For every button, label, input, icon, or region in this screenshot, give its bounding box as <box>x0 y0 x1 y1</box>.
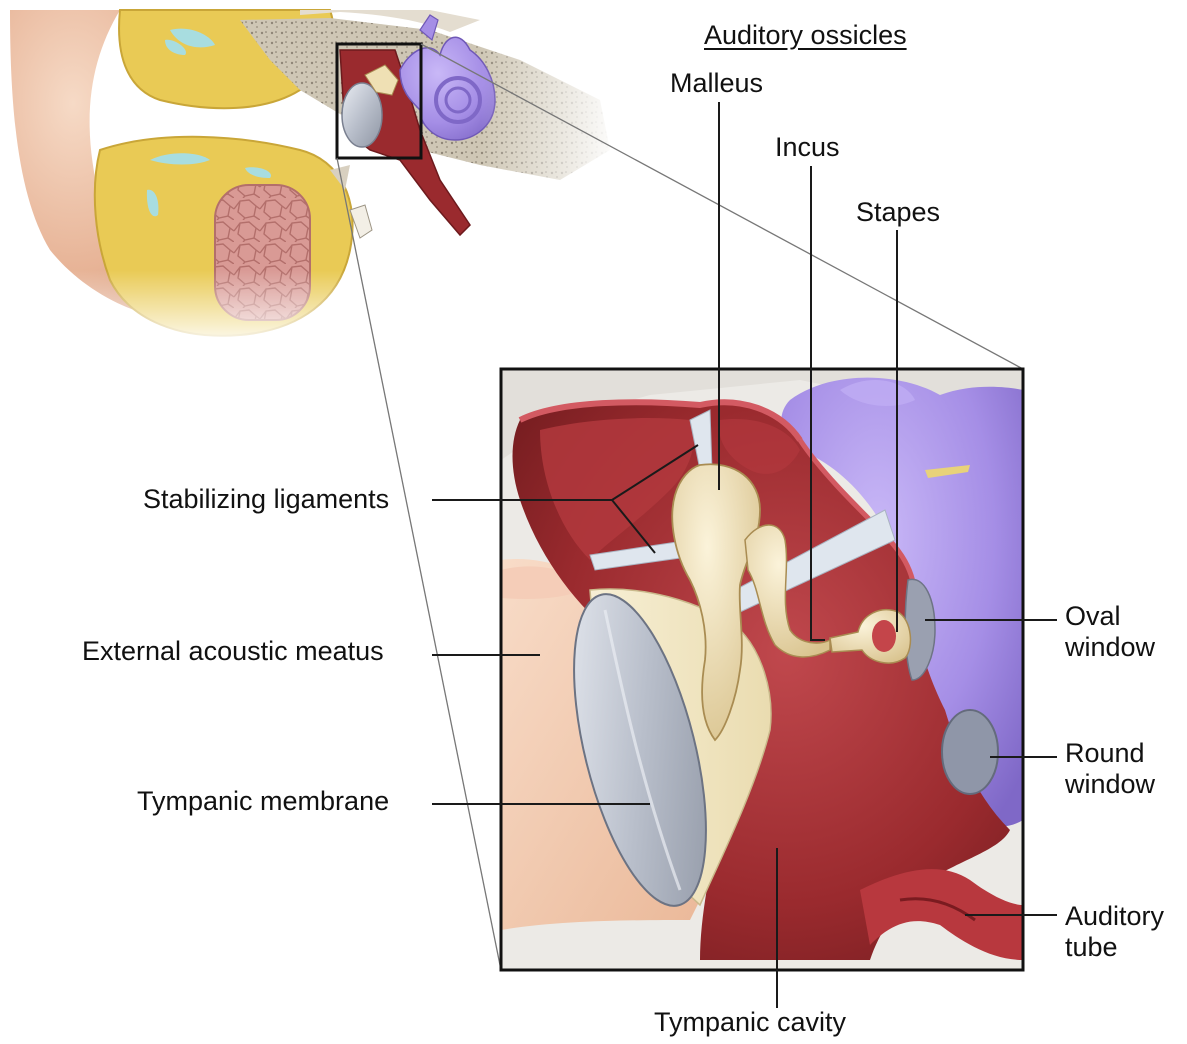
ear-overview-illustration <box>10 10 620 350</box>
label-malleus: Malleus <box>670 68 763 99</box>
label-tympanic-cavity: Tympanic cavity <box>654 1007 846 1038</box>
diagram-title: Auditory ossicles <box>704 20 907 51</box>
label-external-acoustic-meatus: External acoustic meatus <box>82 636 384 667</box>
round-window-shape <box>942 710 998 794</box>
label-auditory-tube-1: Auditory <box>1065 901 1164 932</box>
label-tympanic-membrane: Tympanic membrane <box>137 786 389 817</box>
label-oval-window-2: window <box>1065 632 1155 663</box>
label-oval-window-1: Oval <box>1065 601 1121 632</box>
label-stabilizing-ligaments: Stabilizing ligaments <box>143 484 389 515</box>
inset-enlarged-view <box>501 369 1023 970</box>
overview-eardrum <box>342 83 382 147</box>
label-round-window-2: window <box>1065 769 1155 800</box>
label-stapes: Stapes <box>856 197 940 228</box>
label-auditory-tube-2: tube <box>1065 932 1118 963</box>
label-round-window-1: Round <box>1065 738 1145 769</box>
label-incus: Incus <box>775 132 840 163</box>
